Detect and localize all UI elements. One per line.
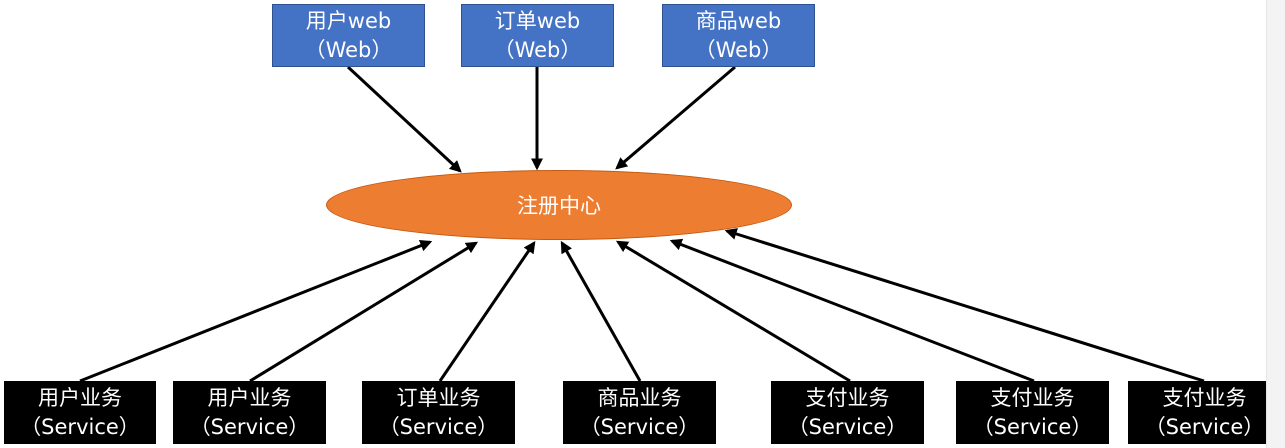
service-node-subtitle: （Service） — [972, 414, 1093, 439]
web-node-title: 用户web — [305, 8, 392, 33]
arrow-service-pay1-to-registry — [615, 240, 851, 383]
arrow-service-order-to-registry — [438, 241, 536, 382]
arrow-web-user-to-registry — [346, 65, 462, 173]
service-node-title: 商品业务 — [597, 385, 682, 410]
service-node-title: 订单业务 — [396, 385, 481, 410]
registry-center-label: 注册中心 — [517, 194, 601, 218]
arrow-service-user1-to-registry — [79, 239, 433, 383]
service-node-subtitle: （Service） — [579, 414, 700, 439]
arrow-service-product-to-registry — [560, 240, 642, 382]
service-node-subtitle: （Service） — [787, 414, 908, 439]
service-node-title: 用户业务 — [207, 385, 292, 410]
vertical-scrollbar[interactable] — [1266, 0, 1285, 448]
service-node-pay-2: 支付业务 （Service） — [956, 381, 1109, 444]
web-node-title: 商品web — [695, 8, 782, 33]
registry-center: 注册中心 — [326, 170, 792, 240]
web-node-subtitle: （Web） — [493, 37, 582, 62]
arrow-web-product-to-registry — [615, 65, 736, 170]
service-node-title: 支付业务 — [990, 385, 1075, 410]
service-node-product: 商品业务 （Service） — [563, 381, 716, 444]
arrow-service-pay3-to-registry — [724, 228, 1205, 383]
service-node-user-1: 用户业务 （Service） — [4, 381, 156, 444]
service-node-subtitle: （Service） — [20, 414, 140, 439]
service-node-title: 支付业务 — [805, 385, 890, 410]
service-node-pay-1: 支付业务 （Service） — [771, 381, 924, 444]
service-node-order: 订单业务 （Service） — [362, 381, 515, 444]
web-node-user: 用户web （Web） — [272, 4, 425, 67]
service-node-user-2: 用户业务 （Service） — [173, 381, 326, 444]
web-node-subtitle: （Web） — [694, 37, 783, 62]
service-node-title: 支付业务 — [1162, 385, 1247, 410]
service-node-pay-3: 支付业务 （Service） — [1128, 381, 1281, 444]
web-node-title: 订单web — [494, 8, 581, 33]
service-node-subtitle: （Service） — [378, 414, 499, 439]
arrow-service-pay2-to-registry — [669, 238, 1035, 383]
web-node-subtitle: （Web） — [304, 37, 393, 62]
service-node-subtitle: （Service） — [189, 414, 310, 439]
web-node-order: 订单web （Web） — [461, 4, 614, 67]
arrow-service-user2-to-registry — [249, 241, 479, 383]
service-node-subtitle: （Service） — [1144, 414, 1265, 439]
web-node-product: 商品web （Web） — [662, 4, 815, 67]
service-node-title: 用户业务 — [38, 385, 122, 410]
